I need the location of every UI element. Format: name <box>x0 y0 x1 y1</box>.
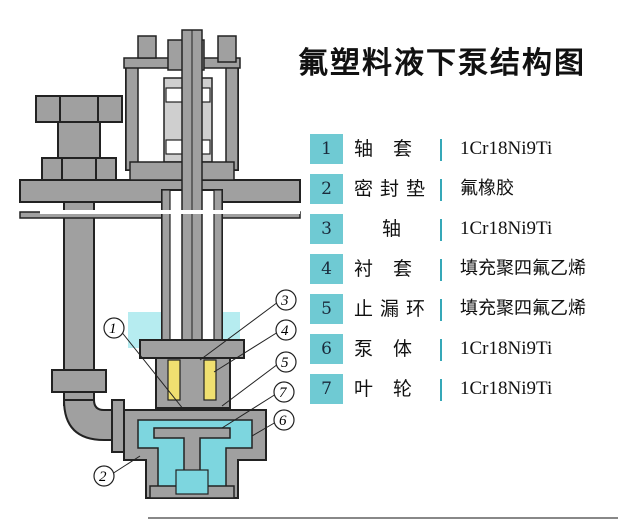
pipe-flange <box>51 369 107 393</box>
bracket-ear-right <box>217 35 237 63</box>
callout-label-7: 7 <box>279 385 288 401</box>
bottom-line <box>148 517 618 519</box>
callout-leader-7 <box>221 393 277 429</box>
callout-circle-1 <box>103 317 125 339</box>
row-separator <box>440 339 442 361</box>
callout-group: 1 2 3 4 5 6 7 <box>93 289 297 487</box>
hex-nut-lower <box>41 157 117 181</box>
callout-label-2: 2 <box>99 469 107 485</box>
hex-nut <box>35 95 123 123</box>
part-number: 3 <box>310 214 343 244</box>
callout-circle-4 <box>275 319 297 341</box>
housing-body <box>155 357 231 409</box>
callout-circle-5 <box>275 351 297 373</box>
row-separator <box>440 179 442 201</box>
callout-label-6: 6 <box>279 413 287 429</box>
part-name: 密封垫 <box>354 178 433 200</box>
part-material: 填充聚四氟乙烯 <box>460 258 586 279</box>
bracket-ear-left <box>137 35 157 59</box>
hex-nut-shaft <box>57 121 101 159</box>
housing-flange <box>139 339 245 359</box>
bushing-left <box>167 359 181 401</box>
part-row: 4 衬 套 填充聚四氟乙烯 <box>310 254 610 294</box>
elbow-flange <box>111 399 125 453</box>
bushing-right <box>203 359 217 401</box>
part-material: 填充聚四氟乙烯 <box>460 298 586 319</box>
part-row: 1 轴 套 1Cr18Ni9Ti <box>310 134 610 174</box>
mounting-plate <box>19 179 301 203</box>
row-separator <box>440 259 442 281</box>
callout-leader-1 <box>119 329 185 411</box>
callout-leader-2 <box>111 455 141 475</box>
suction-lining <box>175 469 209 495</box>
parts-table: 1 轴 套 1Cr18Ni9Ti 2 密封垫 氟橡胶 3 轴 1Cr18Ni9T… <box>310 134 610 414</box>
part-material: 1Cr18Ni9Ti <box>460 138 553 159</box>
part-row: 5 止漏环 填充聚四氟乙烯 <box>310 294 610 334</box>
part-number: 1 <box>310 134 343 164</box>
row-separator <box>440 219 442 241</box>
part-number: 5 <box>310 294 343 324</box>
row-separator <box>440 299 442 321</box>
callout-label-4: 4 <box>281 323 289 339</box>
part-name: 叶 轮 <box>354 378 420 400</box>
part-material: 1Cr18Ni9Ti <box>460 218 553 239</box>
part-row: 2 密封垫 氟橡胶 <box>310 174 610 214</box>
part-material: 氟橡胶 <box>460 178 514 199</box>
callout-label-5: 5 <box>281 355 289 371</box>
part-number: 4 <box>310 254 343 284</box>
part-material: 1Cr18Ni9Ti <box>460 338 553 359</box>
callout-leader-5 <box>221 363 279 407</box>
part-number: 6 <box>310 334 343 364</box>
callout-circle-7 <box>273 381 295 403</box>
row-separator <box>440 379 442 401</box>
callout-circle-6 <box>273 409 295 431</box>
callout-circle-3 <box>275 289 297 311</box>
part-material: 1Cr18Ni9Ti <box>460 378 553 399</box>
part-row: 7 叶 轮 1Cr18Ni9Ti <box>310 374 610 414</box>
part-number: 2 <box>310 174 343 204</box>
callout-label-1: 1 <box>109 321 117 337</box>
callout-leader-4 <box>213 331 279 373</box>
callout-leader-6 <box>251 421 277 437</box>
part-number: 7 <box>310 374 343 404</box>
bracket-rail-right <box>225 61 239 171</box>
part-name: 轴 套 <box>354 138 420 160</box>
part-name: 止漏环 <box>354 298 433 320</box>
part-name: 轴 <box>382 218 409 240</box>
part-name: 泵 体 <box>354 338 420 360</box>
row-separator <box>440 139 442 161</box>
callout-label-3: 3 <box>280 293 289 309</box>
callout-leader-3 <box>199 301 279 361</box>
part-name: 衬 套 <box>354 258 420 280</box>
diagram-title: 氟塑料液下泵结构图 <box>298 46 586 81</box>
callout-circle-2 <box>93 465 115 487</box>
bracket-rail-left <box>125 61 139 171</box>
part-row: 3 轴 1Cr18Ni9Ti <box>310 214 610 254</box>
part-row: 6 泵 体 1Cr18Ni9Ti <box>310 334 610 374</box>
